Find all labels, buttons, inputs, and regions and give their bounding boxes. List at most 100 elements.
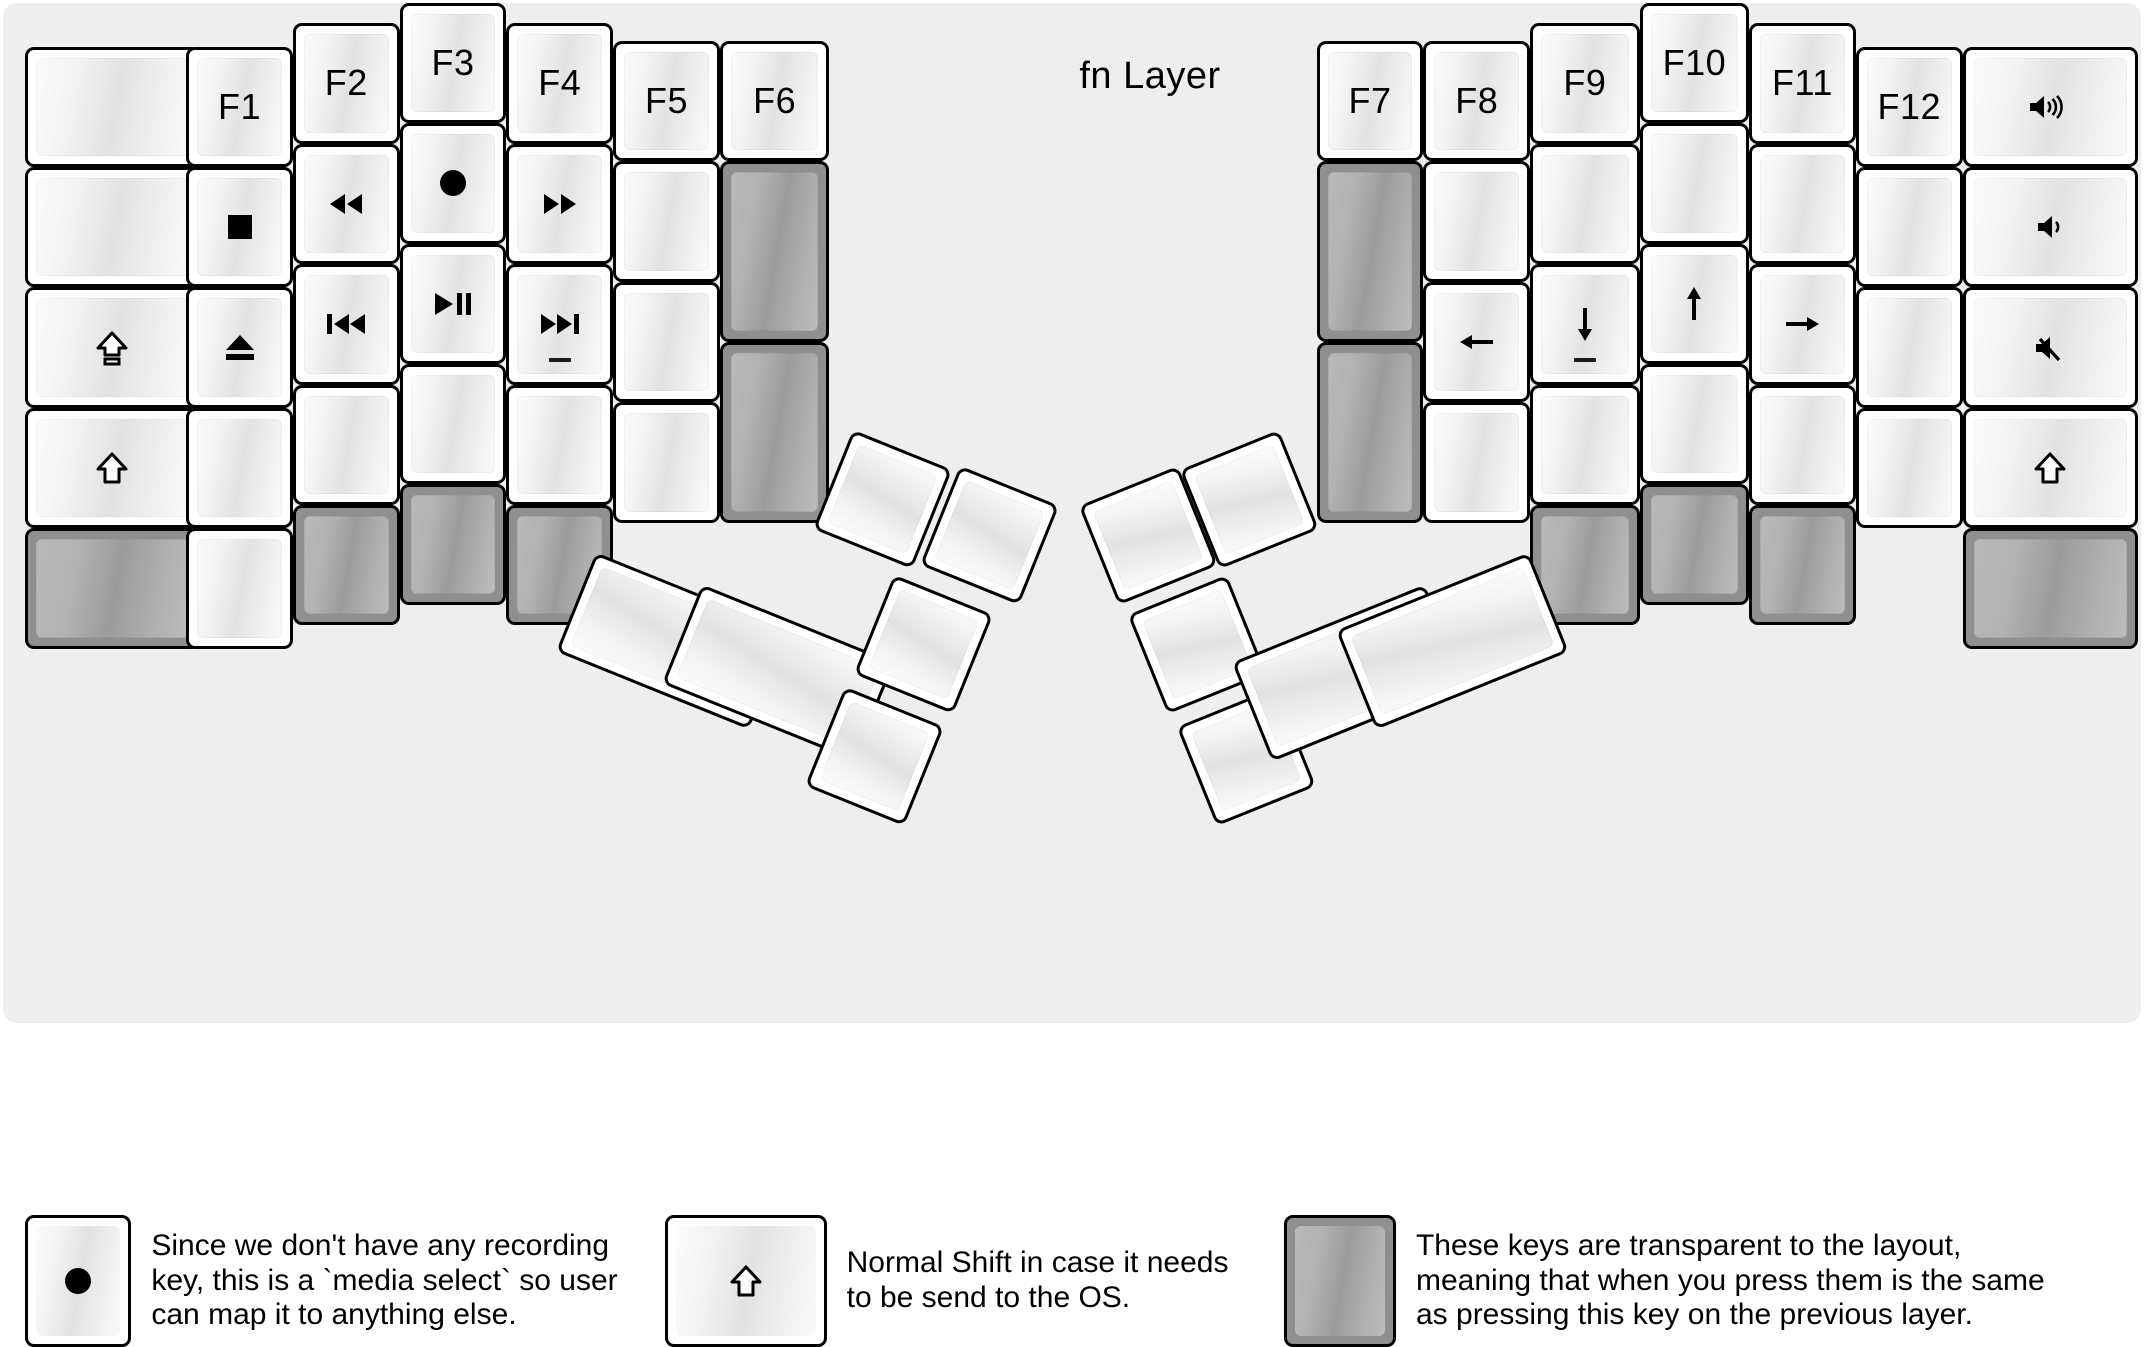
key-left-col-1-4[interactable] (186, 528, 293, 649)
keycap-face (410, 495, 496, 594)
key-left-col-1-1[interactable] (186, 166, 293, 288)
key-left-col-2-2[interactable] (292, 264, 400, 385)
key-right-col-9-2[interactable] (1530, 264, 1640, 385)
legend-item-1: Since we don't have any recording key, t… (24, 1215, 618, 1347)
key-left-col-1-0[interactable]: F1 (186, 46, 293, 167)
key-left-col-3-3[interactable] (399, 364, 507, 485)
keycap-face (197, 177, 282, 277)
key-right-col-9-4[interactable] (1530, 505, 1640, 626)
key-right-col-8-0[interactable]: F8 (1423, 41, 1531, 162)
keycap-face (1327, 52, 1413, 151)
keycap-face (1866, 177, 1952, 277)
key-right-col-10-4[interactable] (1639, 484, 1750, 605)
key-right-col-outer-right-2[interactable] (1962, 287, 2138, 408)
keycap-face (517, 395, 603, 495)
keycap-face (1650, 134, 1739, 233)
key-right-col-12-0[interactable]: F12 (1855, 46, 1963, 167)
key-left-col-5-2[interactable] (613, 281, 720, 403)
key-right-col-11-3[interactable] (1749, 384, 1856, 506)
key-right-col-8-2[interactable] (1423, 281, 1531, 403)
keycap-face (1760, 516, 1845, 615)
key-right-col-7-0[interactable]: F7 (1316, 41, 1424, 162)
key-right-col-outer-right-0[interactable] (1962, 46, 2138, 167)
keycap-face (410, 134, 496, 233)
key-left-col-4-0[interactable]: F4 (506, 23, 614, 144)
key-left-col-6-2[interactable] (719, 342, 830, 523)
key-right-col-7-1[interactable] (1316, 161, 1424, 343)
keycap-face (1973, 298, 2127, 397)
keycap-face (1541, 34, 1629, 133)
key-left-col-2-4[interactable] (292, 505, 400, 626)
keycap-face (819, 701, 930, 813)
key-left-col-outer-3[interactable] (24, 407, 200, 529)
key-left-col-2-0[interactable]: F2 (292, 23, 400, 144)
key-left-col-4-1[interactable] (506, 143, 614, 265)
key-right-col-12-3[interactable] (1855, 407, 1963, 529)
keycap-face (1866, 298, 1952, 397)
key-left-col-4-2[interactable] (506, 264, 614, 385)
key-left-col-5-1[interactable] (613, 161, 720, 282)
key-right-col-12-2[interactable] (1855, 287, 1963, 408)
key-left-col-3-1[interactable] (399, 123, 507, 244)
key-left-col-outer-0[interactable] (24, 46, 200, 167)
keycap-face (35, 418, 189, 518)
key-right-col-11-1[interactable] (1749, 143, 1856, 265)
keycap-face (1093, 479, 1204, 591)
key-left-col-1-3[interactable] (186, 407, 293, 529)
legend-sample-key-3 (1283, 1215, 1396, 1347)
key-right-col-12-1[interactable] (1855, 166, 1963, 288)
key-left-col-3-2[interactable] (399, 243, 507, 365)
key-left-col-2-1[interactable] (292, 143, 400, 265)
key-right-col-9-1[interactable] (1530, 143, 1640, 265)
key-left-col-outer-4[interactable] (24, 528, 200, 649)
key-right-col-9-3[interactable] (1530, 384, 1640, 506)
keycap-face (35, 1226, 121, 1336)
key-left-col-6-1[interactable] (719, 161, 830, 343)
key-left-col-1-2[interactable] (186, 287, 293, 408)
key-right-col-10-0[interactable]: F10 (1639, 2, 1750, 124)
key-right-col-10-2[interactable] (1639, 243, 1750, 365)
keycap-face (827, 444, 938, 555)
keycap-face (1973, 418, 2127, 518)
key-right-col-outer-right-1[interactable] (1962, 166, 2138, 288)
key-right-col-9-0[interactable]: F9 (1530, 23, 1640, 144)
key-right-col-11-4[interactable] (1749, 505, 1856, 626)
key-right-col-10-1[interactable] (1639, 123, 1750, 244)
key-left-col-6-0[interactable]: F6 (719, 41, 830, 162)
keycap-face (1541, 395, 1629, 495)
keycap-face (303, 34, 389, 133)
key-right-col-11-0[interactable]: F11 (1749, 23, 1856, 144)
keycap-face (1760, 34, 1845, 133)
keycap-face (1194, 444, 1305, 555)
keycap-face (410, 375, 496, 474)
legend-item-2: Normal Shift in case it needs to be send… (665, 1215, 1228, 1347)
key-left-col-outer-1[interactable] (24, 166, 200, 288)
keycap-face (410, 13, 496, 113)
key-left-col-outer-2[interactable] (24, 287, 200, 408)
key-right-col-8-3[interactable] (1423, 402, 1531, 523)
keycap-face (1760, 395, 1845, 495)
key-right-col-8-1[interactable] (1423, 161, 1531, 282)
keycap-face (1294, 1226, 1385, 1336)
keycap-face (868, 589, 979, 700)
key-left-col-3-4[interactable] (399, 484, 507, 605)
key-left-col-5-3[interactable] (613, 402, 720, 523)
keycap-face (303, 516, 389, 615)
key-left-col-2-3[interactable] (292, 384, 400, 506)
key-right-col-7-2[interactable] (1316, 342, 1424, 523)
key-right-col-outer-right-4[interactable] (1962, 528, 2138, 649)
key-right-col-10-3[interactable] (1639, 364, 1750, 485)
legend-item-3: These keys are transparent to the layout… (1283, 1215, 2045, 1347)
legend-sample-key-1 (24, 1215, 132, 1347)
key-right-col-11-2[interactable] (1749, 264, 1856, 385)
keycap-face (1760, 275, 1845, 374)
keycap-face (1434, 292, 1520, 392)
legend-sample-key-2 (665, 1215, 827, 1347)
keycap-face (1541, 516, 1629, 615)
key-right-col-outer-right-3[interactable] (1962, 407, 2138, 529)
keycap-face (197, 57, 282, 156)
key-left-col-3-0[interactable]: F3 (399, 2, 507, 124)
key-left-col-4-3[interactable] (506, 384, 614, 506)
keycap-face (197, 298, 282, 397)
key-left-col-5-0[interactable]: F5 (613, 41, 720, 162)
